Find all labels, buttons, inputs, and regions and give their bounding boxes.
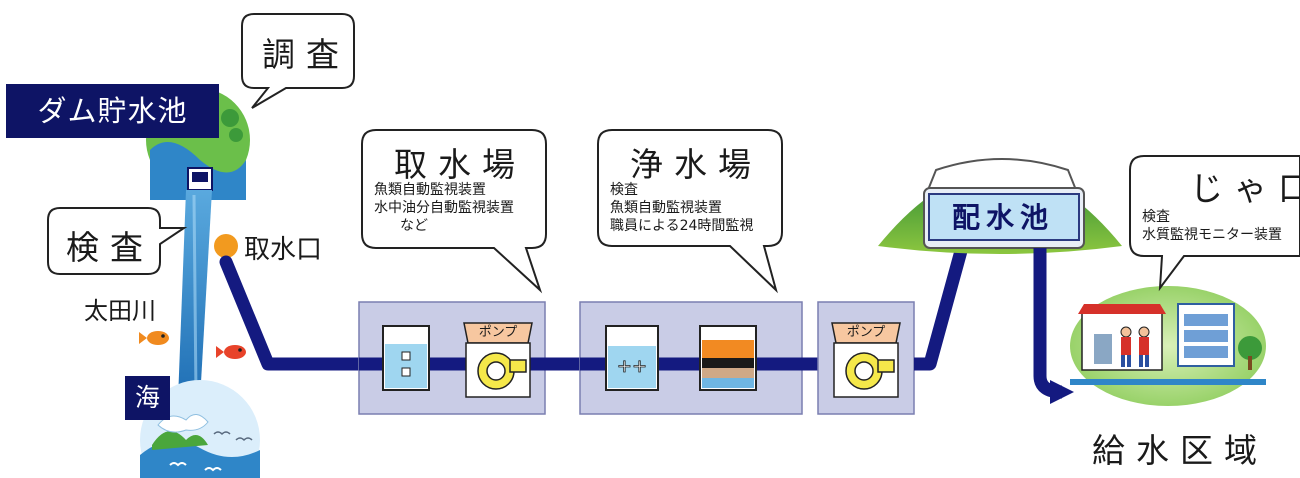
label-kyusui-kuiki: 給水区域 — [1092, 431, 1268, 470]
label-otagawa: 太田川 — [84, 297, 156, 325]
flow-arrow-icon — [1050, 380, 1074, 404]
pump-label: ポンプ — [846, 325, 886, 340]
fish-icon — [216, 345, 246, 359]
pump-icon — [831, 322, 901, 398]
shusuijo-line: など — [400, 218, 428, 234]
label-haisuichi: 配水池 — [951, 201, 1054, 234]
callout-kensa — [47, 207, 188, 275]
pump-icon — [463, 322, 533, 398]
pump-label: ポンプ — [478, 325, 518, 340]
pipe-main — [219, 255, 369, 371]
jousuijo-line: 職員による24時間監視 — [610, 218, 754, 234]
distribution-reservoir — [923, 158, 1085, 249]
callout-chousa — [241, 13, 355, 109]
label-kensa: 検査 — [66, 228, 154, 267]
jousuijo-line: 検査 — [610, 182, 638, 198]
fish-icon — [139, 331, 169, 345]
label-shusuiguchi: 取水口 — [244, 235, 323, 265]
label-chousa: 調査 — [262, 35, 350, 74]
intake-marker — [214, 234, 238, 258]
pipe-to-reservoir — [914, 238, 971, 371]
callout-shusuijo — [361, 129, 547, 294]
sea — [140, 380, 260, 478]
jaguchi-line: 水質監視モニター装置 — [1142, 227, 1282, 243]
callout-jousuijo — [597, 129, 783, 294]
jousuijo-title: 浄水場 — [630, 145, 762, 184]
jaguchi-title: じゃ口 — [1190, 169, 1300, 208]
label-dam: ダム貯水池 — [6, 84, 219, 138]
svg-text:++: ++ — [617, 356, 647, 377]
callout-jaguchi — [1129, 155, 1300, 292]
pipe-to-zone — [1033, 248, 1063, 399]
jousuijo-line: 魚類自動監視装置 — [610, 200, 722, 216]
shusuijo-line: 水中油分自動監視装置 — [374, 200, 514, 216]
label-umi: 海 — [125, 376, 170, 420]
jaguchi-line: 検査 — [1142, 209, 1170, 225]
supply-zone — [1070, 286, 1266, 406]
shusuijo-line: 魚類自動監視装置 — [374, 182, 486, 198]
shusuijo-title: 取水場 — [394, 145, 526, 184]
